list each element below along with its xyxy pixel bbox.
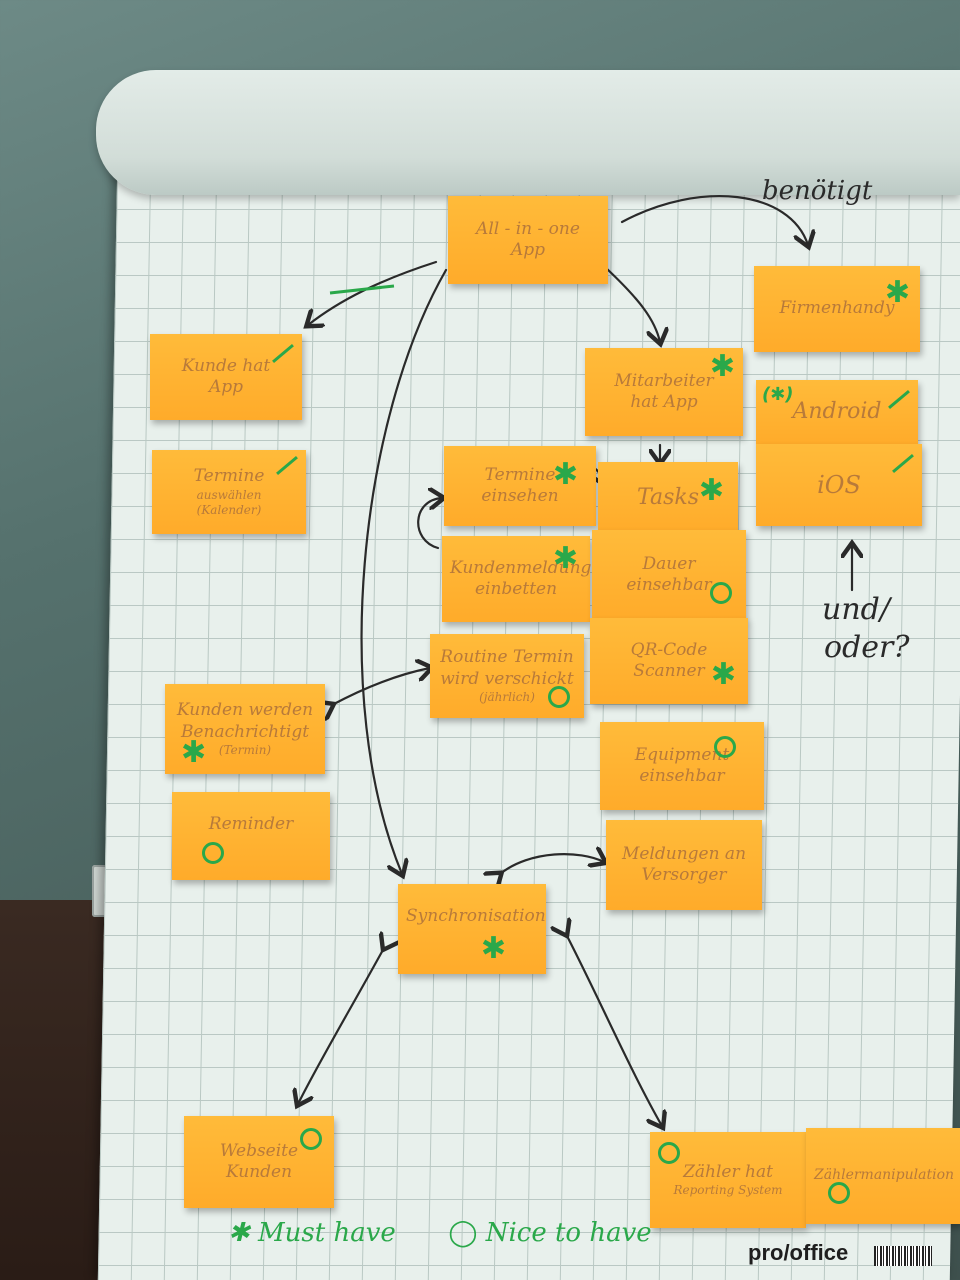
legend-must-have: ✱ Must have: [228, 1218, 396, 1248]
nice-to-have-circle-icon: [714, 736, 736, 758]
must-have-star-icon: ✱: [709, 349, 735, 384]
note-employee-app: Mitarbeiter hat App ✱: [585, 348, 743, 436]
note-customer-app: Kunde hat App: [150, 334, 302, 420]
note-customers-notified: Kunden werden Benachrichtigt (Termin) ✱: [165, 684, 325, 774]
note-meter-manipulation: Zählermanipulation: [806, 1128, 960, 1224]
must-have-star-icon: ✱: [181, 735, 207, 770]
note-routine-date: Routine Termin wird verschickt (jährlich…: [430, 634, 584, 718]
note-tasks: Tasks ✱: [598, 462, 738, 534]
nice-to-have-circle-icon: [548, 686, 570, 708]
note-choose-dates: Termine auswählen (Kalender): [152, 450, 306, 534]
must-have-star-icon: ✱: [884, 275, 910, 310]
legend: ✱ Must have ◯ Nice to have: [228, 1218, 652, 1248]
nice-to-have-circle-icon: [300, 1128, 322, 1150]
label-and-or-1: und/: [822, 592, 890, 627]
must-have-star-icon: ✱: [552, 457, 578, 492]
note-view-dates: Termine einsehen ✱: [444, 446, 596, 526]
must-have-star-icon: ✱: [480, 931, 506, 966]
nice-to-have-circle-icon: [202, 842, 224, 864]
barcode: [874, 1246, 932, 1266]
note-all-in-one-app: All - in - one App: [448, 196, 608, 284]
note-android: Android (✱): [756, 380, 918, 444]
note-reports-supplier: Meldungen an Versorger: [606, 820, 762, 910]
label-and-or-2: oder?: [824, 630, 910, 665]
must-have-star-icon: ✱: [698, 473, 724, 508]
must-have-star-icon: ✱: [552, 541, 578, 576]
brand-logo: pro/office: [748, 1240, 849, 1265]
must-have-star-icon: (✱): [762, 384, 794, 405]
note-qr-scanner: QR-Code Scanner ✱: [590, 618, 748, 704]
label-needs: benötigt: [762, 176, 873, 206]
nice-to-have-circle-icon: [710, 582, 732, 604]
flipchart-roll: [96, 70, 960, 195]
must-have-star-icon: ✱: [710, 657, 736, 692]
nice-to-have-circle-icon: [828, 1182, 850, 1204]
note-company-phone: Firmenhandy ✱: [754, 266, 920, 352]
note-synchronisation: Synchronisation ✱: [398, 884, 546, 974]
nice-to-have-circle-icon: [658, 1142, 680, 1164]
legend-nice-to-have: ◯ Nice to have: [448, 1218, 652, 1248]
note-customer-report: Kundenmeldung einbetten ✱: [442, 536, 591, 622]
note-website: Webseite Kunden: [184, 1116, 334, 1208]
faded-title: [140, 92, 700, 152]
note-reminder: Reminder: [172, 792, 330, 880]
note-view-duration: Dauer einsehbar: [592, 530, 746, 620]
note-ios: iOS: [756, 444, 922, 526]
note-equipment: Equipment einsehbar: [600, 722, 764, 810]
note-meter-reporting: Zähler hat Reporting System: [650, 1132, 806, 1228]
